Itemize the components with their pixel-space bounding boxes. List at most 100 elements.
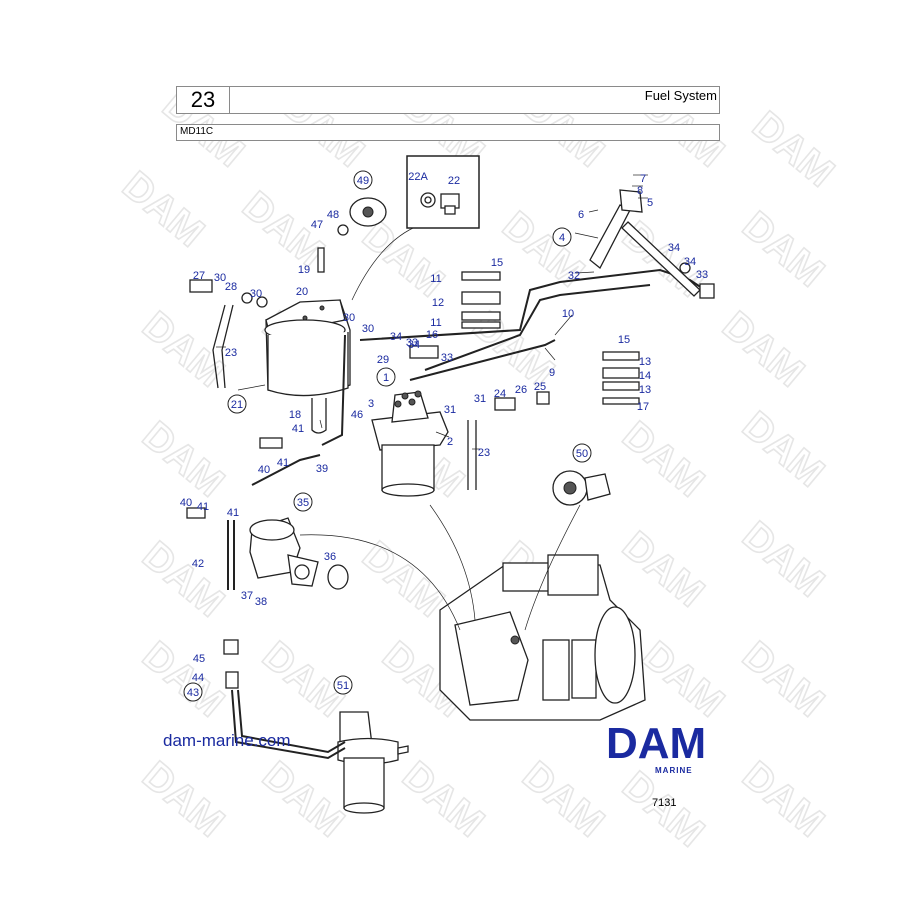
drawing-number: 7131 <box>652 797 677 809</box>
part-label-30: 30 <box>343 312 355 324</box>
part-label-39: 39 <box>316 463 328 475</box>
part-label-46: 46 <box>351 409 363 421</box>
part-label-33: 33 <box>406 337 418 349</box>
part-label-41: 41 <box>292 423 304 435</box>
fuel-filter-21 <box>264 299 351 434</box>
header-row: 23 Fuel System <box>176 86 720 114</box>
engine-block <box>439 554 646 721</box>
model-row: MD11C <box>176 124 720 141</box>
watermark-text: DAM <box>614 523 712 615</box>
part-label-10: 10 <box>562 308 574 320</box>
part-label-43: 43 <box>187 687 199 699</box>
part-label-1: 1 <box>383 372 389 384</box>
watermark-text: DAM <box>714 303 812 395</box>
part-label-41: 41 <box>197 501 209 513</box>
part-label-circle <box>227 394 247 414</box>
watermark-text: DAM <box>134 753 232 845</box>
watermark-text: DAM <box>744 103 842 195</box>
part-label-11: 11 <box>430 273 441 285</box>
watermark-text: DAM <box>514 753 612 845</box>
part-label-3: 3 <box>368 398 374 410</box>
timing-gear-50 <box>552 470 611 506</box>
dam-logo-text: DAM <box>606 722 706 768</box>
watermark-text: DAM <box>114 163 212 255</box>
part-label-24: 24 <box>494 388 506 400</box>
part-label-9: 9 <box>549 367 555 379</box>
part-label-25: 25 <box>534 381 546 393</box>
part-label-6: 6 <box>578 209 584 221</box>
part-label-34: 34 <box>390 331 402 343</box>
part-label-34: 34 <box>684 256 696 268</box>
brand-subtitle: MARINE <box>655 766 693 775</box>
part-label-circle <box>183 682 203 702</box>
inset-22 <box>406 155 480 229</box>
part-label-33: 33 <box>441 352 453 364</box>
watermark-text: DAM <box>134 533 232 625</box>
page-title: Fuel System <box>644 88 717 103</box>
part-label-circle <box>572 443 592 463</box>
part-label-49: 49 <box>357 175 369 187</box>
pipe-clamps <box>461 271 640 405</box>
part-label-5: 5 <box>647 197 653 209</box>
part-label-22A: 22A <box>408 171 428 183</box>
part-label-26: 26 <box>515 384 527 396</box>
website-link[interactable]: dam-marine.com <box>163 731 291 750</box>
part-label-18: 18 <box>289 409 301 421</box>
watermark-text: DAM <box>734 633 832 725</box>
part-label-44: 44 <box>192 672 204 684</box>
dam-logo-icon: DAM <box>606 722 706 768</box>
part-label-30: 30 <box>214 272 226 284</box>
section-number: 23 <box>190 87 216 112</box>
part-label-37: 37 <box>241 590 253 602</box>
section-number-cell: 23 <box>177 87 230 113</box>
label-leaders <box>216 174 648 450</box>
part-label-30: 30 <box>250 288 262 300</box>
part-label-circle <box>376 367 396 387</box>
part-label-16: 16 <box>426 329 438 341</box>
part-label-40: 40 <box>258 464 270 476</box>
part-label-36: 36 <box>324 551 336 563</box>
part-label-12: 12 <box>432 297 444 309</box>
part-label-23: 23 <box>225 347 237 359</box>
watermark-text: DAM <box>394 753 492 845</box>
part-label-22: 22 <box>448 175 460 187</box>
part-label-circle <box>353 170 373 190</box>
part-label-32: 32 <box>568 270 580 282</box>
part-label-20: 20 <box>296 286 308 298</box>
watermark-text: DAM <box>734 403 832 495</box>
part-label-40: 40 <box>180 497 192 509</box>
part-label-31: 31 <box>474 393 486 405</box>
part-label-38: 38 <box>255 596 267 608</box>
part-label-45: 45 <box>193 653 205 665</box>
part-label-41: 41 <box>227 507 239 519</box>
watermark-text: DAM <box>734 753 832 845</box>
part-label-4: 4 <box>559 232 565 244</box>
part-label-14: 14 <box>639 370 651 382</box>
part-label-33: 33 <box>696 269 708 281</box>
fittings <box>186 197 715 689</box>
part-label-51: 51 <box>337 680 349 692</box>
part-label-50: 50 <box>576 448 588 460</box>
part-label-2: 2 <box>447 436 453 448</box>
part-label-29: 29 <box>377 354 389 366</box>
part-label-47: 47 <box>311 219 323 231</box>
watermark-text: DAM <box>614 413 712 505</box>
part-label-30: 30 <box>362 323 374 335</box>
injector-bracket-4 <box>589 189 701 297</box>
part-label-42: 42 <box>192 558 204 570</box>
watermark-text: DAM <box>134 413 232 505</box>
water-separator-51 <box>337 711 409 814</box>
part-label-34: 34 <box>408 339 420 351</box>
watermark-text: DAM <box>134 633 232 725</box>
part-label-31: 31 <box>444 404 456 416</box>
watermark-text: DAM <box>634 633 732 725</box>
part-label-7: 7 <box>640 173 646 185</box>
part-label-27: 27 <box>193 270 205 282</box>
part-label-41: 41 <box>277 457 289 469</box>
part-label-23: 23 <box>478 447 490 459</box>
part-label-34: 34 <box>668 242 680 254</box>
part-label-8: 8 <box>637 185 643 197</box>
part-label-circle <box>293 492 313 512</box>
part-label-circle <box>552 227 572 247</box>
part-label-17: 17 <box>637 401 649 413</box>
